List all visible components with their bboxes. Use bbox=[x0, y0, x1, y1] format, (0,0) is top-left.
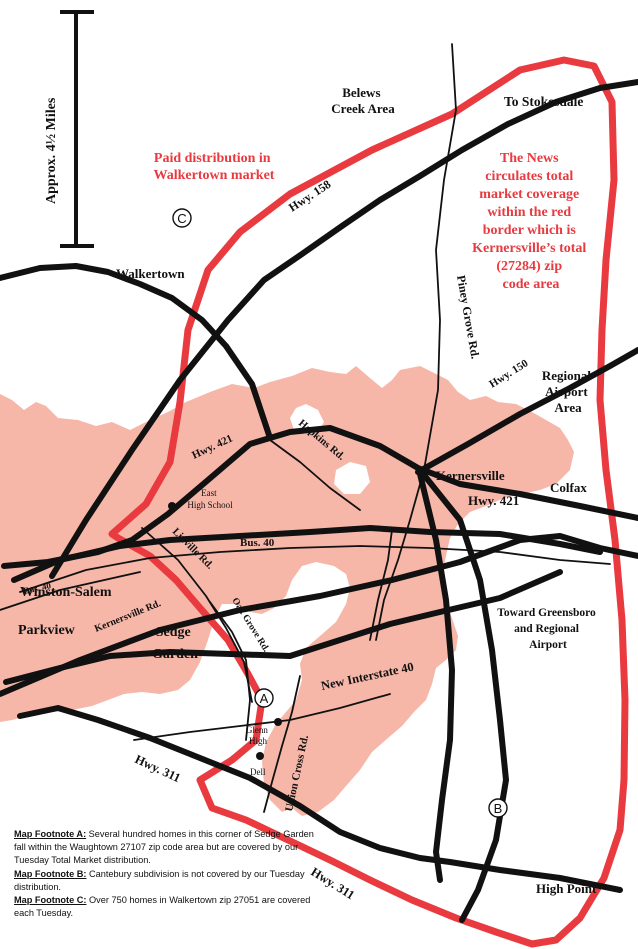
hwy-311-left-label: Hwy. 311 bbox=[133, 752, 183, 785]
svg-text:A: A bbox=[260, 691, 269, 706]
hopkins-road bbox=[269, 439, 361, 511]
piney-grove-east bbox=[417, 467, 509, 923]
glenn-high-label: Glenn High bbox=[246, 725, 270, 746]
dell-dot bbox=[256, 752, 264, 760]
coverage-note: The News circulates total market coverag… bbox=[472, 151, 590, 292]
walkertown-label: Walkertown bbox=[116, 266, 185, 281]
bus-40-road bbox=[19, 545, 611, 593]
hwy-158-road bbox=[0, 263, 273, 441]
winston-salem-label: Winston-Salem bbox=[20, 585, 112, 600]
sedge-garden-label: Sedge Garden bbox=[152, 625, 198, 662]
dell-label: Dell bbox=[250, 767, 266, 777]
place-dots bbox=[168, 502, 282, 760]
secondary-road-4 bbox=[369, 529, 393, 641]
map-footnotes: Map Footnote A: Several hundred homes in… bbox=[14, 828, 314, 920]
hwy-421-branch bbox=[49, 79, 638, 579]
colfax-label: Colfax bbox=[550, 480, 587, 495]
secondary-road-2 bbox=[133, 693, 391, 741]
secondary-road-1 bbox=[0, 571, 141, 611]
secondary-road-3 bbox=[263, 675, 301, 813]
upper-left-connector bbox=[11, 525, 603, 583]
east-high-dot bbox=[168, 502, 176, 510]
new-interstate-40 bbox=[3, 569, 563, 685]
marker-c: C bbox=[172, 208, 192, 228]
svg-text:B: B bbox=[494, 801, 503, 816]
scale-label: Approx. 4½ Miles bbox=[44, 97, 59, 204]
coverage-boundary bbox=[108, 56, 629, 948]
hwy-421-right-label: Hwy. 421 bbox=[468, 493, 519, 508]
piney-grove-road bbox=[375, 43, 457, 641]
hwy-150-label: Hwy. 150 bbox=[487, 357, 531, 390]
linville-road bbox=[141, 527, 253, 703]
high-point-label: High Point bbox=[536, 881, 597, 896]
union-cross-road bbox=[417, 471, 455, 883]
glenn-high-dot bbox=[274, 718, 282, 726]
hwy-150-road bbox=[415, 347, 638, 475]
kernersville-label: Kernersville bbox=[436, 468, 505, 483]
hwy-311-road bbox=[17, 705, 623, 893]
regional-airport-label: Regional Airport Area bbox=[542, 368, 594, 415]
east-high-label: East High School bbox=[187, 488, 233, 510]
marker-b: B bbox=[488, 798, 508, 818]
paid-distribution-label: Paid distribution in Walkertown market bbox=[154, 151, 275, 183]
parkview-label: Parkview bbox=[18, 623, 76, 638]
roads bbox=[0, 43, 638, 923]
svg-text:C: C bbox=[177, 211, 186, 226]
kernersville-rd-road bbox=[0, 533, 638, 697]
marker-a: A bbox=[254, 688, 274, 708]
footnote-b: Map Footnote B: Cantebury subdivision is… bbox=[14, 868, 305, 892]
belews-creek-label: Belews Creek Area bbox=[331, 85, 395, 116]
stokesdale-label: To Stokesdale bbox=[504, 94, 583, 109]
oak-grove-road bbox=[209, 601, 251, 741]
bus-40-mid-label: Bus. 40 bbox=[240, 537, 275, 549]
piney-grove-label: Piney Grove Rd. bbox=[454, 274, 483, 360]
footnote-a: Map Footnote A: Several hundred homes in… bbox=[14, 829, 314, 866]
scale-bar bbox=[60, 10, 94, 248]
greensboro-label: Toward Greensboro and Regional Airport bbox=[497, 607, 598, 651]
footnote-c: Map Footnote C: Over 750 homes in Walker… bbox=[14, 895, 311, 919]
